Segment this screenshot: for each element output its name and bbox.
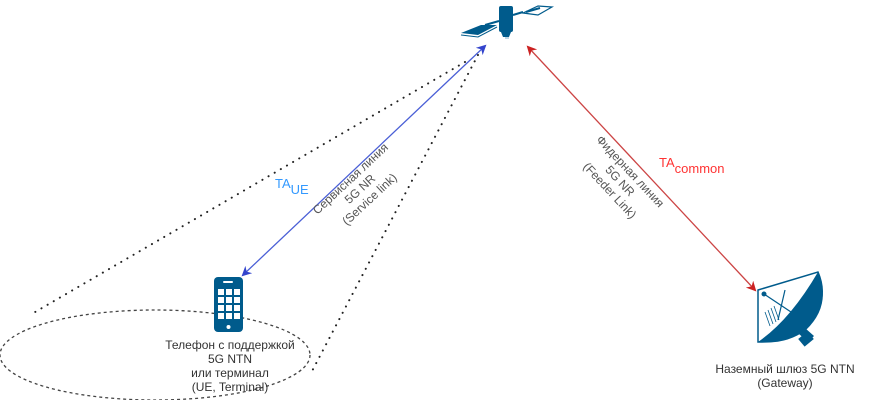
ta-ue-label: TAUE [275,176,309,197]
gateway-label: Наземный шлюз 5G NTN (Gateway) [700,362,870,390]
smartphone-icon [214,277,243,332]
ue-label-line-3: или терминал [191,366,269,380]
satellite-icon [460,5,555,39]
ue-label-line-4: (UE, Terminal) [191,380,269,394]
ue-label: Телефон с поддержкой 5G NTN или терминал… [150,338,310,394]
satellite-dish-icon [757,271,823,347]
ta-common-sub: common [674,161,725,176]
beam-edge-left [29,61,466,316]
ta-ue-sub: UE [290,182,309,197]
ta-common-main: TA [659,155,675,170]
gateway-label-line-1: Наземный шлюз 5G NTN [715,362,855,376]
ta-ue-main: TA [275,176,291,191]
ue-label-line-1: Телефон с поддержкой [165,338,295,352]
coverage-area-ellipse [0,309,311,400]
feeder-link-arrow [526,45,757,292]
gateway-label-line-2: (Gateway) [757,376,813,390]
ta-common-label: TAcommon [659,155,725,176]
service-link-arrow [241,44,487,277]
ue-label-line-2: 5G NTN [207,352,252,366]
